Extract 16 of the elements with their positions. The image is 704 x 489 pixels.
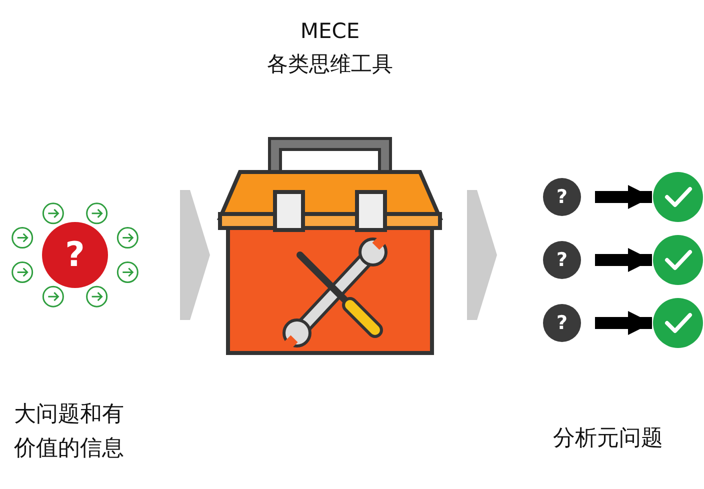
check-circle [653, 298, 703, 348]
check-circle [653, 235, 703, 285]
caption-text: 大问题和有价值的信息 [14, 401, 125, 463]
question-circle: ? [543, 304, 581, 342]
arrow [595, 311, 652, 335]
arrow [595, 185, 652, 209]
chevron-arrow [467, 190, 497, 320]
question-circle: ? [42, 222, 108, 288]
check-circle [653, 172, 703, 222]
question-circle: ? [543, 178, 581, 216]
chevron-arrow [180, 190, 210, 320]
arrow [595, 248, 652, 272]
heading: 各类思维工具 [266, 51, 394, 78]
caption-text: 分析元问题 [553, 425, 664, 453]
question-circle: ? [543, 241, 581, 279]
heading: MECE [299, 18, 361, 45]
